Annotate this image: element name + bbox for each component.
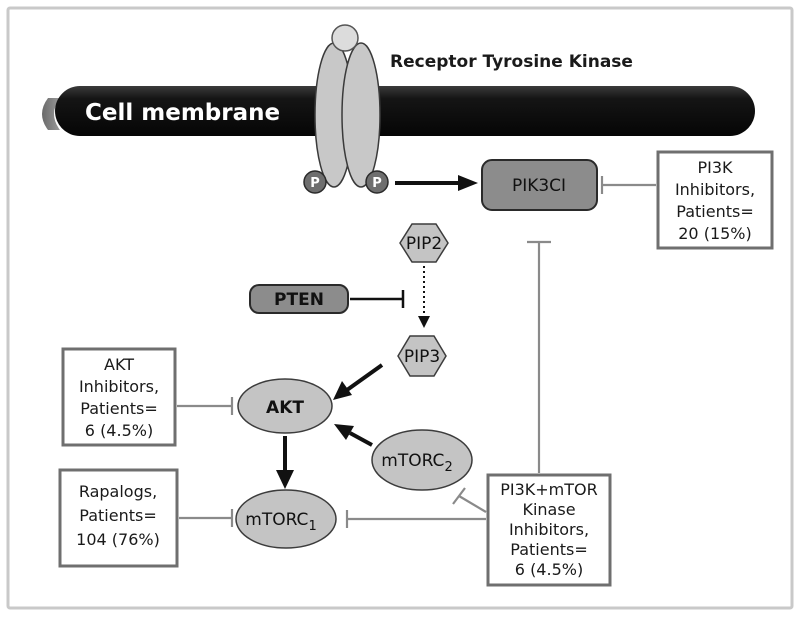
svg-text:AKT: AKT	[266, 398, 304, 418]
inhibition-akt-inhibitors-to-akt	[177, 397, 234, 415]
arrow-pip2-to-pip3	[418, 266, 430, 328]
svg-text:PI3K: PI3K	[697, 158, 733, 177]
receptor-tyrosine-kinase	[314, 24, 381, 188]
svg-text:PIP2: PIP2	[406, 234, 442, 254]
svg-text:mTORC1: mTORC1	[245, 510, 316, 534]
svg-text:104 (76%): 104 (76%)	[76, 530, 160, 549]
svg-text:Patients=: Patients=	[510, 540, 587, 559]
svg-text:PTEN: PTEN	[274, 290, 324, 310]
svg-text:Inhibitors,: Inhibitors,	[79, 377, 159, 396]
svg-text:P: P	[372, 176, 382, 191]
pip2-node: PIP2	[399, 223, 449, 263]
svg-text:PI3K+mTOR: PI3K+mTOR	[500, 480, 598, 499]
mtorc2-node: mTORC2	[371, 429, 473, 491]
svg-text:20 (15%): 20 (15%)	[678, 224, 752, 243]
mtorc1-node: mTORC1	[235, 489, 337, 549]
svg-text:PIP3: PIP3	[404, 347, 440, 367]
receptor-label: Receptor Tyrosine Kinase	[390, 52, 633, 72]
pi3k-inhibitors-box: PI3K Inhibitors, Patients= 20 (15%)	[656, 150, 774, 250]
inhibition-rapalogs-to-mtorc1	[179, 509, 234, 527]
phosphate-right: P	[365, 170, 389, 194]
rapalogs-box: Rapalogs, Patients= 104 (76%)	[58, 468, 179, 568]
membrane-label: Cell membrane	[85, 100, 280, 126]
pten-node: PTEN	[249, 284, 349, 314]
pip3-node: PIP3	[397, 335, 447, 377]
pik3ci-node: PIK3CI	[481, 159, 598, 211]
dual-inhibitors-box: PI3K+mTOR Kinase Inhibitors, Patients= 6…	[486, 473, 612, 587]
arrow-rtk-to-pik3ci	[395, 175, 478, 191]
diagram-frame	[6, 6, 794, 610]
svg-text:Patients=: Patients=	[80, 399, 157, 418]
arrow-pip3-to-akt	[333, 363, 384, 400]
arrow-akt-to-mtorc1	[276, 436, 294, 489]
arrow-mtorc2-to-akt	[334, 424, 373, 447]
svg-text:Rapalogs,: Rapalogs,	[79, 482, 157, 501]
cell-membrane: Cell membrane	[42, 86, 755, 136]
svg-text:mTORC2: mTORC2	[381, 451, 452, 475]
svg-text:Patients=: Patients=	[79, 506, 156, 525]
svg-text:Inhibitors,: Inhibitors,	[675, 180, 755, 199]
svg-text:Patients=: Patients=	[676, 202, 753, 221]
inhibition-pten-to-conversion	[350, 290, 405, 308]
ligand-circle	[331, 24, 359, 52]
inhibition-dual-to-mtorc2	[452, 487, 487, 513]
akt-inhibitors-box: AKT Inhibitors, Patients= 6 (4.5%)	[61, 347, 177, 447]
phosphate-left: P	[303, 170, 327, 194]
svg-text:6 (4.5%): 6 (4.5%)	[85, 421, 153, 440]
svg-text:6 (4.5%): 6 (4.5%)	[515, 560, 583, 579]
inhibition-pi3k-to-pik3ci	[600, 176, 656, 194]
svg-text:Inhibitors,: Inhibitors,	[509, 520, 589, 539]
inhibition-dual-to-mtorc1	[345, 510, 486, 528]
inhibition-dual-to-pik3ci	[527, 240, 551, 473]
akt-node: AKT	[237, 378, 333, 434]
svg-text:AKT: AKT	[104, 355, 134, 374]
svg-text:Kinase: Kinase	[522, 500, 575, 519]
pik3ci-label: PIK3CI	[512, 176, 566, 196]
svg-text:P: P	[310, 176, 320, 191]
